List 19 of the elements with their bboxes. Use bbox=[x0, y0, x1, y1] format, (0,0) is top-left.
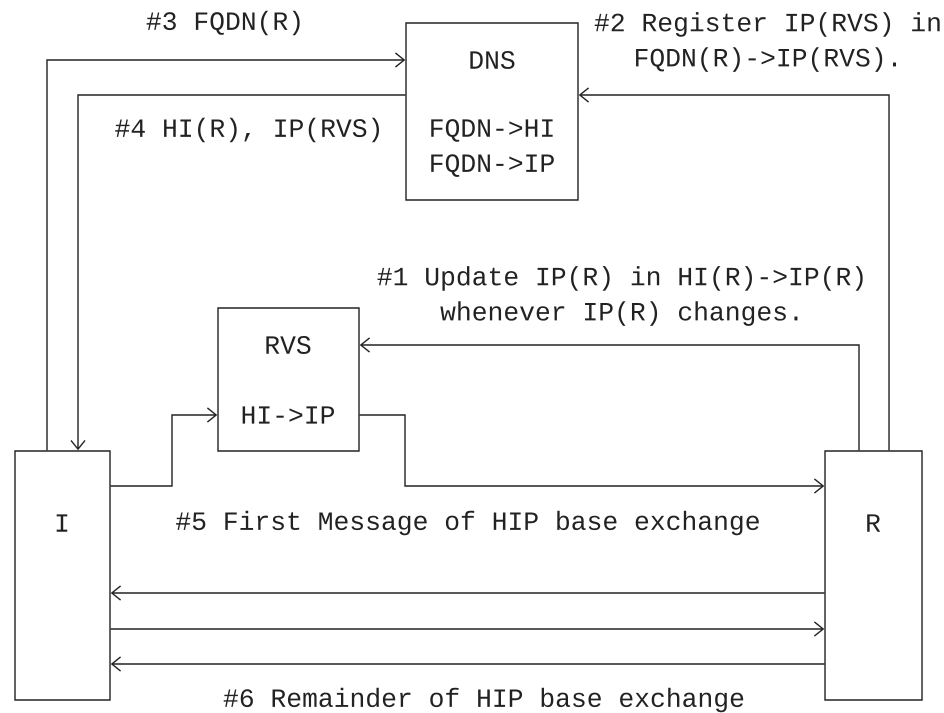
arrow bbox=[360, 337, 860, 450]
edge-label: #1 Update IP(R) in HI(R)->IP(R) whenever IP(R) changes. bbox=[378, 266, 863, 326]
host-box: DNS FQDN->HI FQDN->IP bbox=[405, 22, 579, 201]
host-box: R bbox=[824, 450, 923, 701]
edge-label: #5 First Message of HIP base exchange bbox=[176, 510, 759, 536]
arrow bbox=[70, 94, 406, 450]
edge-label: #2 Register IP(RVS) in FQDN(R)->IP(RVS). bbox=[594, 12, 940, 72]
arrow bbox=[360, 414, 824, 494]
arrow bbox=[46, 52, 406, 450]
arrow bbox=[110, 407, 218, 487]
arrow bbox=[110, 621, 824, 637]
arrow bbox=[110, 585, 824, 601]
note: #6 Remainder of HIP base exchange bbox=[223, 688, 745, 712]
arrow bbox=[578, 87, 890, 450]
host-box: RVS HI->IP bbox=[217, 307, 360, 452]
edge-label: #3 FQDN(R) bbox=[146, 10, 300, 36]
edge-label: #4 HI(R), IP(RVS) bbox=[115, 118, 379, 142]
arrow bbox=[110, 656, 824, 672]
host-box: I bbox=[14, 450, 111, 701]
